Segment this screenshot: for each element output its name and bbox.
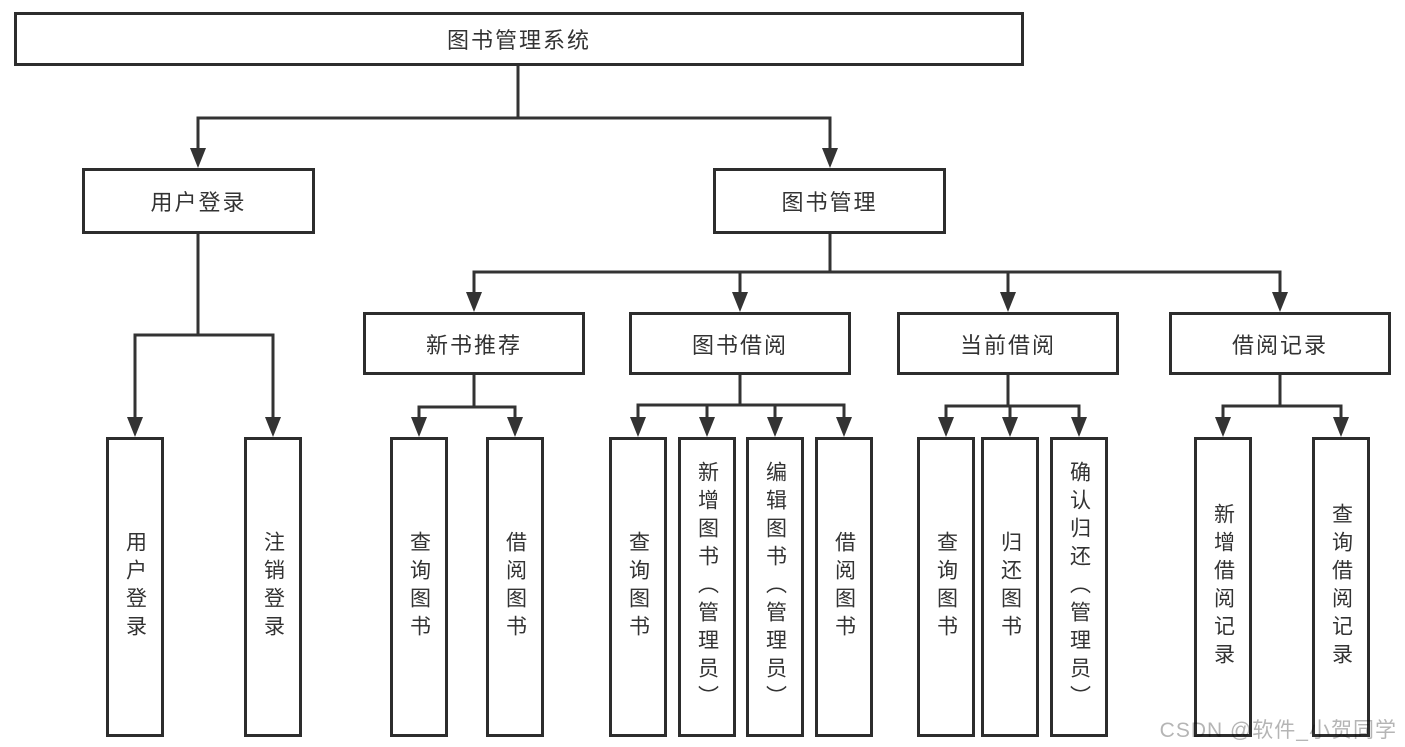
arrow-down-icon bbox=[822, 148, 838, 168]
leaf-label-logout: 注销登录 bbox=[261, 531, 285, 643]
leaf-label-records-add-record: 新增借阅记录 bbox=[1211, 503, 1235, 671]
arrow-down-icon bbox=[1000, 292, 1016, 312]
leaf-label-current-query-books: 查询图书 bbox=[934, 531, 958, 643]
arrow-down-icon bbox=[190, 148, 206, 168]
connector-records-to-leaves bbox=[1221, 375, 1343, 421]
csdn-watermark: CSDN @软件_小贺同学 bbox=[1159, 719, 1397, 742]
leaf-label-borrow-edit-books-admin: 编辑图书（管理员） bbox=[763, 461, 787, 713]
arrow-down-icon bbox=[1215, 417, 1231, 437]
arrow-down-icon bbox=[1333, 417, 1349, 437]
node-box-root: 图书管理系统 bbox=[14, 12, 1024, 66]
node-box-book-borrowing: 图书借阅 bbox=[629, 312, 851, 375]
node-box-book-management: 图书管理 bbox=[713, 168, 946, 234]
leaf-label-borrow-borrow-books: 借阅图书 bbox=[832, 531, 856, 643]
leaf-box-records-add-record: 新增借阅记录 bbox=[1194, 437, 1252, 737]
leaf-label-recommend-borrow-books: 借阅图书 bbox=[503, 531, 527, 643]
connector-book-management-to-level3 bbox=[472, 234, 1282, 295]
leaf-label-user-login: 用户登录 bbox=[123, 531, 147, 643]
connector-root-to-level2 bbox=[196, 66, 832, 150]
node-box-borrowing-records: 借阅记录 bbox=[1169, 312, 1391, 375]
arrow-down-icon bbox=[466, 292, 482, 312]
leaf-label-recommend-query-books: 查询图书 bbox=[407, 531, 431, 643]
leaf-box-borrow-borrow-books: 借阅图书 bbox=[815, 437, 873, 737]
leaf-box-borrow-query-books: 查询图书 bbox=[609, 437, 667, 737]
leaf-label-current-return-books: 归还图书 bbox=[998, 531, 1022, 643]
arrow-down-icon bbox=[507, 417, 523, 437]
arrow-down-icon bbox=[1071, 417, 1087, 437]
leaf-box-borrow-edit-books-admin: 编辑图书（管理员） bbox=[746, 437, 804, 737]
connector-recommendation-to-leaves bbox=[417, 375, 517, 421]
node-box-new-book-recommendation: 新书推荐 bbox=[363, 312, 585, 375]
node-label-book-management: 图书管理 bbox=[781, 190, 878, 215]
arrow-down-icon bbox=[1272, 292, 1288, 312]
arrow-down-icon bbox=[127, 417, 143, 437]
arrow-down-icon bbox=[411, 417, 427, 437]
node-label-borrowing-records: 借阅记录 bbox=[1231, 332, 1328, 358]
arrow-down-icon bbox=[699, 417, 715, 437]
node-box-user-login: 用户登录 bbox=[82, 168, 315, 234]
leaf-box-logout: 注销登录 bbox=[244, 437, 302, 737]
leaf-box-user-login: 用户登录 bbox=[106, 437, 164, 737]
connector-borrowing-to-leaves bbox=[636, 375, 846, 421]
node-label-current-borrowing: 当前借阅 bbox=[959, 332, 1056, 358]
node-label-root: 图书管理系统 bbox=[446, 28, 591, 53]
node-label-new-book-recommendation: 新书推荐 bbox=[425, 332, 522, 358]
leaf-label-current-confirm-return-admin: 确认归还（管理员） bbox=[1067, 461, 1091, 713]
connector-user-login-to-leaves bbox=[133, 234, 275, 421]
leaf-box-recommend-query-books: 查询图书 bbox=[390, 437, 448, 737]
leaf-box-records-query-record: 查询借阅记录 bbox=[1312, 437, 1370, 737]
leaf-box-current-query-books: 查询图书 bbox=[917, 437, 975, 737]
node-box-current-borrowing: 当前借阅 bbox=[897, 312, 1119, 375]
arrow-down-icon bbox=[767, 417, 783, 437]
node-label-book-borrowing: 图书借阅 bbox=[691, 332, 788, 358]
arrow-down-icon bbox=[1002, 417, 1018, 437]
connector-current-borrowing-to-leaves bbox=[944, 375, 1081, 421]
arrow-down-icon bbox=[265, 417, 281, 437]
leaf-label-borrow-add-books-admin: 新增图书（管理员） bbox=[695, 461, 719, 713]
leaf-box-borrow-add-books-admin: 新增图书（管理员） bbox=[678, 437, 736, 737]
leaf-box-recommend-borrow-books: 借阅图书 bbox=[486, 437, 544, 737]
arrow-down-icon bbox=[836, 417, 852, 437]
arrow-down-icon bbox=[938, 417, 954, 437]
leaf-label-borrow-query-books: 查询图书 bbox=[626, 531, 650, 643]
leaf-box-current-confirm-return-admin: 确认归还（管理员） bbox=[1050, 437, 1108, 737]
arrow-down-icon bbox=[630, 417, 646, 437]
leaf-box-current-return-books: 归还图书 bbox=[981, 437, 1039, 737]
arrowhead-icons bbox=[127, 148, 1349, 437]
leaf-label-records-query-record: 查询借阅记录 bbox=[1329, 503, 1353, 671]
arrow-down-icon bbox=[732, 292, 748, 312]
node-label-user-login: 用户登录 bbox=[150, 190, 247, 215]
